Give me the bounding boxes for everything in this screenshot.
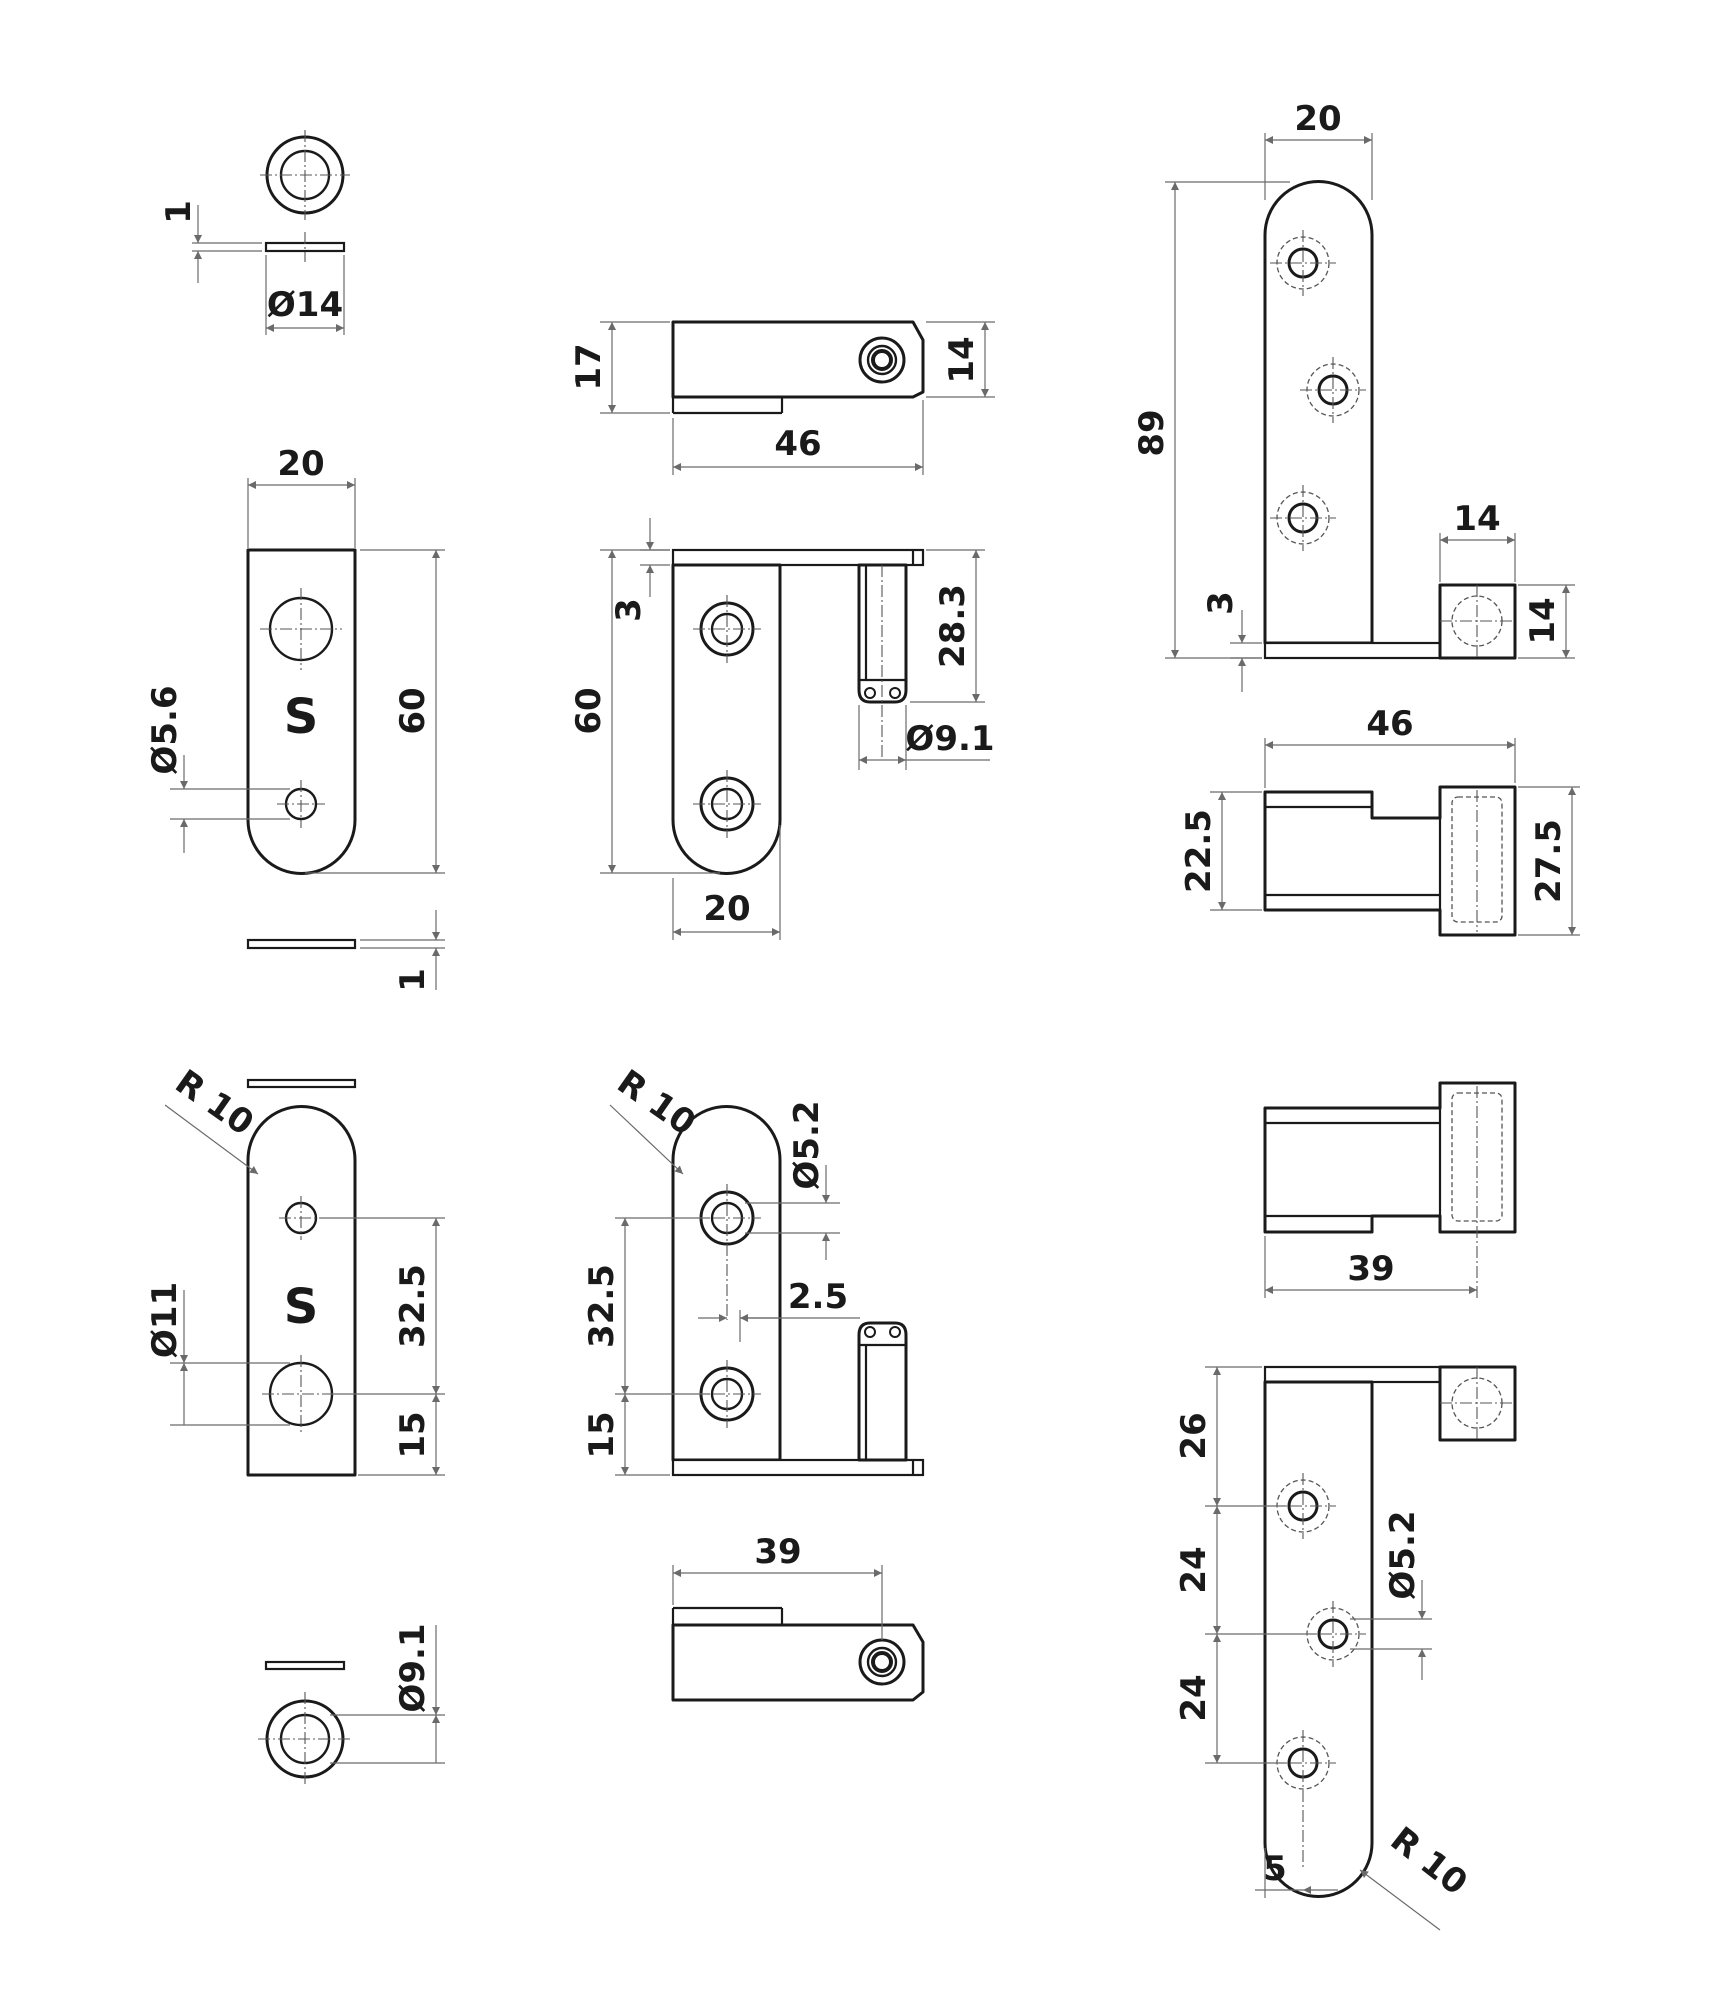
dim-spacing-mid: 24 [1174, 1546, 1214, 1593]
dim-tall-block-height: 14 [1523, 597, 1563, 644]
tall-plate-view: 20 89 14 3 14 [1132, 99, 1575, 692]
dim-front-height: 60 [569, 687, 609, 734]
dim-hole-spacing-left: 32.5 [393, 1264, 433, 1348]
dim-spacing-top: 26 [1174, 1412, 1214, 1459]
side-view-upper: 46 22.5 27.5 [1179, 704, 1580, 937]
dim-washer-bottom-diameter: Ø9.1 [393, 1623, 433, 1712]
washer-top: 1 Ø14 [159, 130, 350, 335]
hinge-top-view-bottom: 39 [671, 1532, 925, 1702]
dim-hole-offset-middle: 15 [582, 1411, 622, 1458]
dim-hole-offset-left: 15 [393, 1411, 433, 1458]
dim-strap-hole: Ø5.6 [145, 685, 185, 774]
dim-topview-knuckle: 14 [942, 336, 982, 383]
hinge-top-view: 17 14 46 [569, 320, 995, 475]
dim-tall-width: 20 [1294, 99, 1341, 139]
dim-hole-large-diameter: Ø11 [145, 1282, 185, 1358]
hinge-front-view-bottom: R 10 Ø5.2 32.5 15 2.5 [582, 1062, 925, 1477]
dim-pin-diameter: Ø9.1 [905, 719, 994, 759]
hinge-front-view: 3 60 28.3 Ø9.1 20 [569, 518, 995, 940]
dim-hole-spacing-middle: 32.5 [582, 1264, 622, 1348]
dim-strap-thickness: 1 [393, 968, 433, 992]
side-view-lower: 39 [1263, 1081, 1517, 1300]
dim-hole-diameter-right: Ø5.2 [1383, 1510, 1423, 1599]
dim-spacing-bottom: 24 [1174, 1674, 1214, 1721]
dim-strap-width: 20 [277, 444, 324, 484]
dim-front-plate-thickness: 3 [609, 598, 649, 622]
dim-pin-offset: 2.5 [788, 1277, 848, 1317]
dim-side-length: 46 [1366, 704, 1413, 744]
dim-side-height-left: 22.5 [1179, 809, 1219, 893]
dim-tall-block-width: 14 [1453, 499, 1500, 539]
dim-tall-height: 89 [1132, 409, 1172, 456]
dim-washer-thickness: 1 [159, 200, 199, 224]
dim-strap-length: 60 [393, 687, 433, 734]
strap-plate-top: S 20 60 Ø5.6 1 [145, 444, 445, 992]
dim-radius-right: R 10 [1383, 1819, 1475, 1903]
washer-bottom: Ø9.1 [258, 1623, 445, 1786]
dim-side-height-right: 27.5 [1529, 819, 1569, 903]
part-mark-s: S [284, 689, 319, 745]
dim-tall-plate-thickness: 3 [1201, 591, 1241, 615]
dim-washer-diameter: Ø14 [267, 285, 343, 325]
strap-plate-bottom: S R 10 32.5 15 Ø11 [145, 1062, 445, 1477]
dim-front-width: 20 [703, 889, 750, 929]
dim-side2-length: 39 [1347, 1249, 1394, 1289]
dim-hole-offset-right: 5 [1263, 1849, 1287, 1889]
dim-hole-diameter-middle: Ø5.2 [787, 1100, 827, 1189]
part-mark-s-2: S [284, 1279, 319, 1335]
dim-pin-length: 28.3 [933, 584, 973, 668]
dim-radius-left: R 10 [168, 1062, 261, 1144]
dim-topview-height: 17 [569, 343, 609, 390]
dim-bottom-topview-length: 39 [754, 1532, 801, 1572]
dim-topview-length: 46 [774, 424, 821, 464]
tall-plate-view-bottom: 26 24 24 Ø5.2 5 R 10 [1174, 1365, 1517, 1931]
